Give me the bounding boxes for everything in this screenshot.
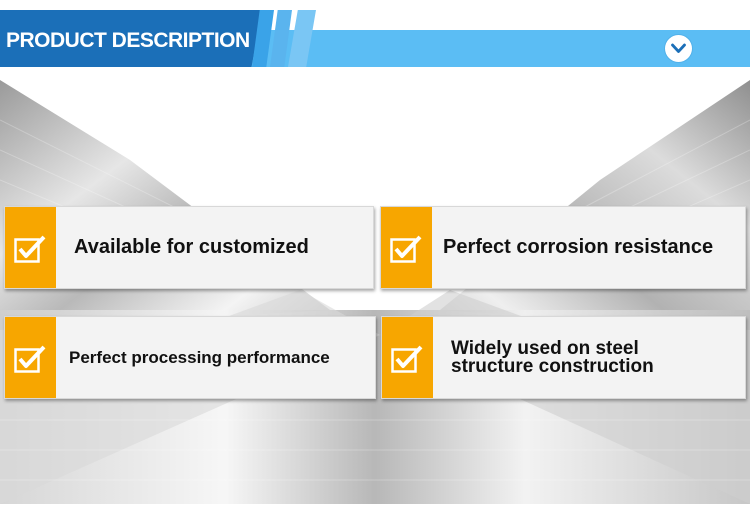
checkbox-check-icon [14, 235, 46, 263]
chevron-down-icon [671, 43, 686, 53]
feature-text: Available for customized [74, 207, 309, 288]
feature-line: Available for customized [74, 236, 309, 258]
checkbox-check-icon [14, 345, 46, 373]
feature-line: Perfect processing performance [69, 347, 330, 367]
feature-line: Perfect corrosion resistance [443, 236, 714, 258]
feature-text: Widely used on steel structure construct… [451, 317, 654, 398]
feature-icon-block [5, 317, 56, 398]
checkbox-check-icon [390, 235, 422, 263]
expand-button[interactable] [665, 35, 692, 62]
feature-text: Perfect processing performance [69, 317, 330, 398]
feature-line: structure construction [451, 355, 654, 377]
feature-card: Perfect corrosion resistance [380, 206, 746, 289]
feature-text: Perfect corrosion resistance [443, 207, 713, 288]
checkbox-check-icon [391, 345, 423, 373]
section-title: PRODUCT DESCRIPTION [6, 29, 250, 52]
feature-icon-block [5, 207, 56, 288]
feature-icon-block [382, 317, 433, 398]
feature-card: Widely used on steel structure construct… [381, 316, 746, 399]
feature-line: Widely used on steel [451, 337, 639, 359]
feature-card: Available for customized [4, 206, 374, 289]
header-dark-block [0, 10, 262, 67]
feature-card: Perfect processing performance [4, 316, 376, 399]
section-header-banner: PRODUCT DESCRIPTION [0, 0, 750, 80]
feature-icon-block [381, 207, 432, 288]
